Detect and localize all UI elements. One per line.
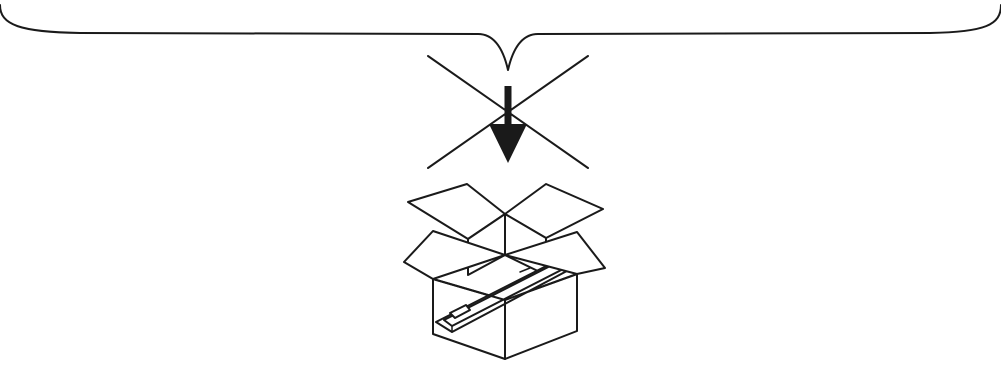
open-box-icon (404, 184, 605, 359)
curly-brace-icon (0, 5, 1001, 70)
down-arrow-icon (489, 86, 527, 163)
